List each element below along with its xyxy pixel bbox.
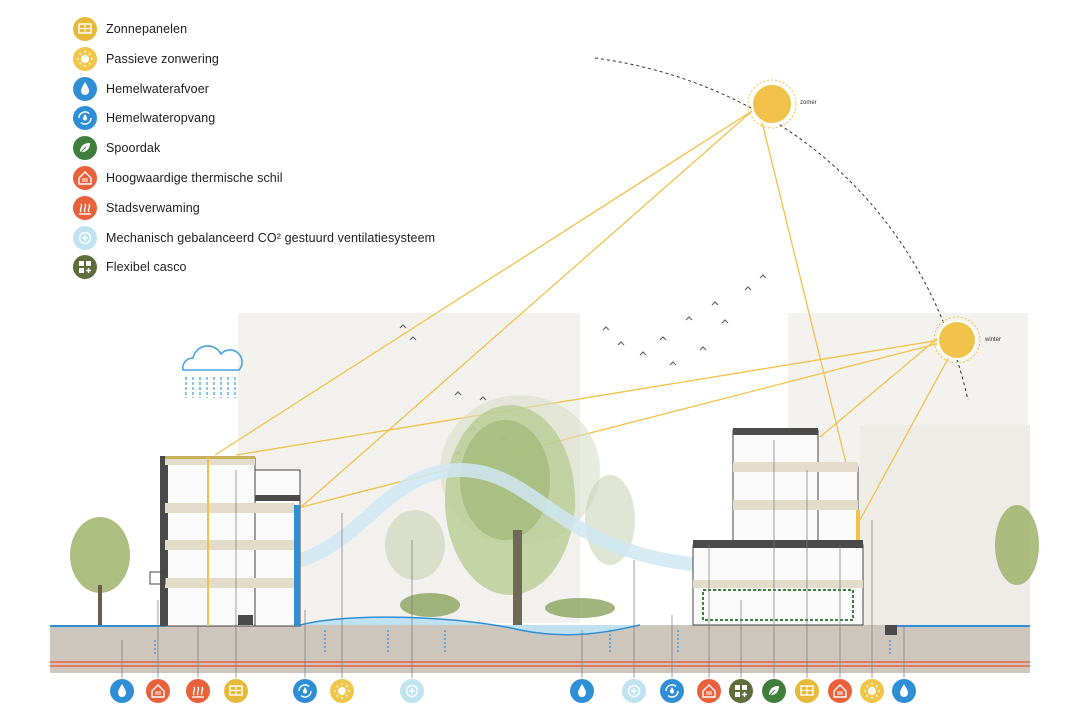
summer-sun <box>751 83 793 125</box>
airflow-arrow <box>269 462 721 573</box>
legend-label: Zonnepanelen <box>106 22 188 36</box>
summer-sun-label: zomer <box>800 100 817 106</box>
water-drop-icon <box>110 679 134 703</box>
legend-label: Mechanisch gebalanceerd CO² gestuurd ven… <box>106 231 436 245</box>
ventilation-icon <box>400 679 424 703</box>
solar-panel-icon <box>73 17 97 41</box>
right-building <box>692 428 897 635</box>
insulated-house-icon <box>828 679 852 703</box>
leaf-icon <box>73 136 97 160</box>
legend-item-thermal: Hoogwaardige thermische schil <box>73 165 283 191</box>
legend-item-greenroof: Spoordak <box>73 135 160 161</box>
legend-item-casco: Flexibel casco <box>73 254 187 280</box>
water-basin <box>300 617 640 635</box>
rain-cloud <box>182 345 243 398</box>
solar-panel-icon <box>224 679 248 703</box>
legend-item-drain: Hemelwaterafvoer <box>73 76 209 102</box>
legend-label: Passieve zonwering <box>106 52 219 66</box>
water-cycle-icon <box>293 679 317 703</box>
street-tree <box>995 505 1039 585</box>
legend-label: Hemelwaterafvoer <box>106 82 210 96</box>
sun-shade-icon <box>860 679 884 703</box>
flexible-frame-icon <box>729 679 753 703</box>
legend-item-vent: Mechanisch gebalanceerd CO² gestuurd ven… <box>73 225 435 251</box>
left-building <box>149 456 301 627</box>
water-drop-icon <box>570 679 594 703</box>
winter-sun <box>937 320 977 360</box>
water-cycle-icon <box>660 679 684 703</box>
winter-sun-label: winter <box>985 337 1002 343</box>
leaf-icon <box>762 679 786 703</box>
sun-path-arc <box>594 57 969 401</box>
legend-label: Hemelwateropvang <box>106 111 216 125</box>
water-drop-icon <box>892 679 916 703</box>
infiltration-arrows <box>154 630 891 655</box>
legend-item-solar: Zonnepanelen <box>73 16 187 42</box>
legend-label: Flexibel casco <box>106 260 187 274</box>
water-drop-icon <box>73 77 97 101</box>
water-cycle-icon <box>73 106 97 130</box>
flexible-frame-icon <box>73 255 97 279</box>
street-tree <box>70 517 130 593</box>
heating-icon <box>73 196 97 220</box>
legend-item-collect: Hemelwateropvang <box>73 105 215 131</box>
sun-shade-icon <box>73 47 97 71</box>
insulated-house-icon <box>73 166 97 190</box>
heating-icon <box>186 679 210 703</box>
legend-label: Spoordak <box>106 141 161 155</box>
legend-label: Stadsverwaming <box>106 201 200 215</box>
legend-label: Hoogwaardige thermische schil <box>106 171 283 185</box>
legend-item-heat: Stadsverwaming <box>73 195 200 221</box>
sun-rays <box>214 110 951 521</box>
leader-lines <box>121 440 905 678</box>
insulated-house-icon <box>697 679 721 703</box>
ventilation-icon <box>73 226 97 250</box>
sun-shade-icon <box>330 679 354 703</box>
ventilation-icon <box>622 679 646 703</box>
solar-panel-icon <box>795 679 819 703</box>
insulated-house-icon <box>146 679 170 703</box>
legend-item-shade: Passieve zonwering <box>73 46 219 72</box>
